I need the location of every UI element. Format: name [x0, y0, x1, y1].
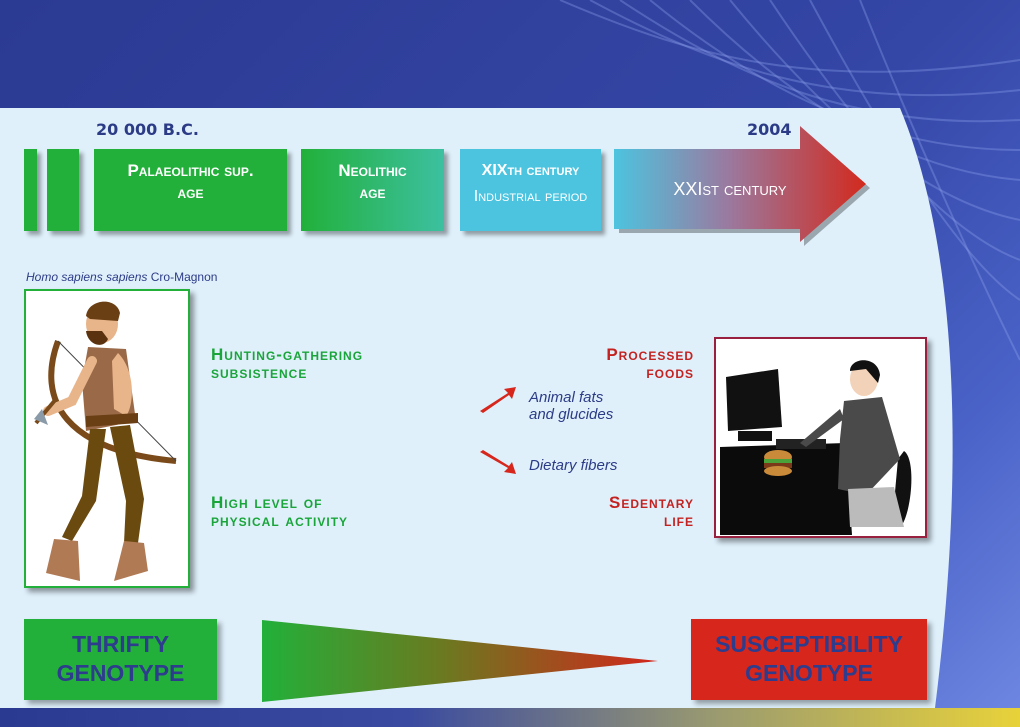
sedentary-life-label: Sedentary life — [540, 494, 694, 530]
content-panel — [0, 108, 953, 708]
dietary-fibers-text: Dietary fibers — [529, 457, 618, 474]
era-19th-century-block — [460, 149, 601, 231]
animal-fats-text: Animal fats and glucides — [529, 389, 613, 423]
arrow-down-icon — [480, 450, 516, 474]
processed-foods-label: Processed foods — [540, 346, 694, 382]
thrifty-genotype-box: THRIFTY GENOTYPE — [24, 619, 217, 700]
susceptibility-genotype-box: SUSCEPTIBILITY GENOTYPE — [691, 619, 927, 700]
office-worker-illustration — [714, 337, 927, 538]
activity-line-1: High level of — [211, 493, 323, 512]
hunter-figure — [34, 301, 177, 581]
office-worker-figure — [720, 360, 912, 535]
end-year: 2004 — [747, 120, 792, 139]
cro-magnon-hunter-illustration — [24, 289, 190, 588]
sedentary-line-1: Sedentary — [608, 493, 694, 512]
animal-fats-line-1: Animal fats — [529, 389, 604, 406]
timeline-stripe — [47, 149, 79, 231]
genotype-transition-wedge — [262, 620, 658, 702]
hunting-line-1: Hunting-gathering — [211, 345, 364, 364]
era-21st-century-arrow — [614, 126, 870, 246]
thrifty-line-2: GENOTYPE — [56, 660, 185, 686]
era-palaeolithic-label: Palaeolithic sup. — [127, 161, 254, 180]
era-neolithic-label-2: age — [359, 183, 386, 202]
animal-fats-line-2: and glucides — [529, 406, 614, 423]
physical-activity-label: High level of physical activity — [211, 494, 348, 530]
era-palaeolithic-label-2: age — [177, 183, 204, 202]
timeline-stripe — [24, 149, 37, 231]
species-name: Homo sapiens sapiens — [26, 270, 148, 284]
arrow-up-icon — [480, 387, 516, 413]
era-neolithic-label: Neolithic — [338, 161, 407, 180]
era-neolithic-block — [301, 149, 444, 231]
start-year: 20 000 B.C. — [96, 120, 199, 139]
activity-line-2: physical activity — [211, 511, 349, 530]
processed-line-1: Processed — [606, 345, 694, 364]
hunter-caption: Homo sapiens sapiens Cro-Magnon — [26, 270, 217, 284]
era-19th-century-sublabel: Industrial period — [473, 188, 588, 205]
susceptibility-line-1: SUSCEPTIBILITY — [715, 631, 903, 657]
era-19th-century-label: XIXth century — [481, 162, 580, 179]
susceptibility-line-2: GENOTYPE — [745, 660, 873, 686]
processed-line-2: foods — [646, 363, 694, 382]
era-21st-century-label: XXIst century — [673, 179, 787, 199]
caption-suffix: Cro-Magnon — [147, 270, 218, 284]
thrifty-line-1: THRIFTY — [71, 631, 170, 657]
hunting-line-2: subsistence — [211, 363, 308, 382]
sedentary-line-2: life — [664, 511, 694, 530]
hunting-gathering-label: Hunting-gathering subsistence — [211, 346, 363, 382]
bottom-bar — [0, 708, 1020, 727]
era-palaeolithic-block — [94, 149, 287, 231]
